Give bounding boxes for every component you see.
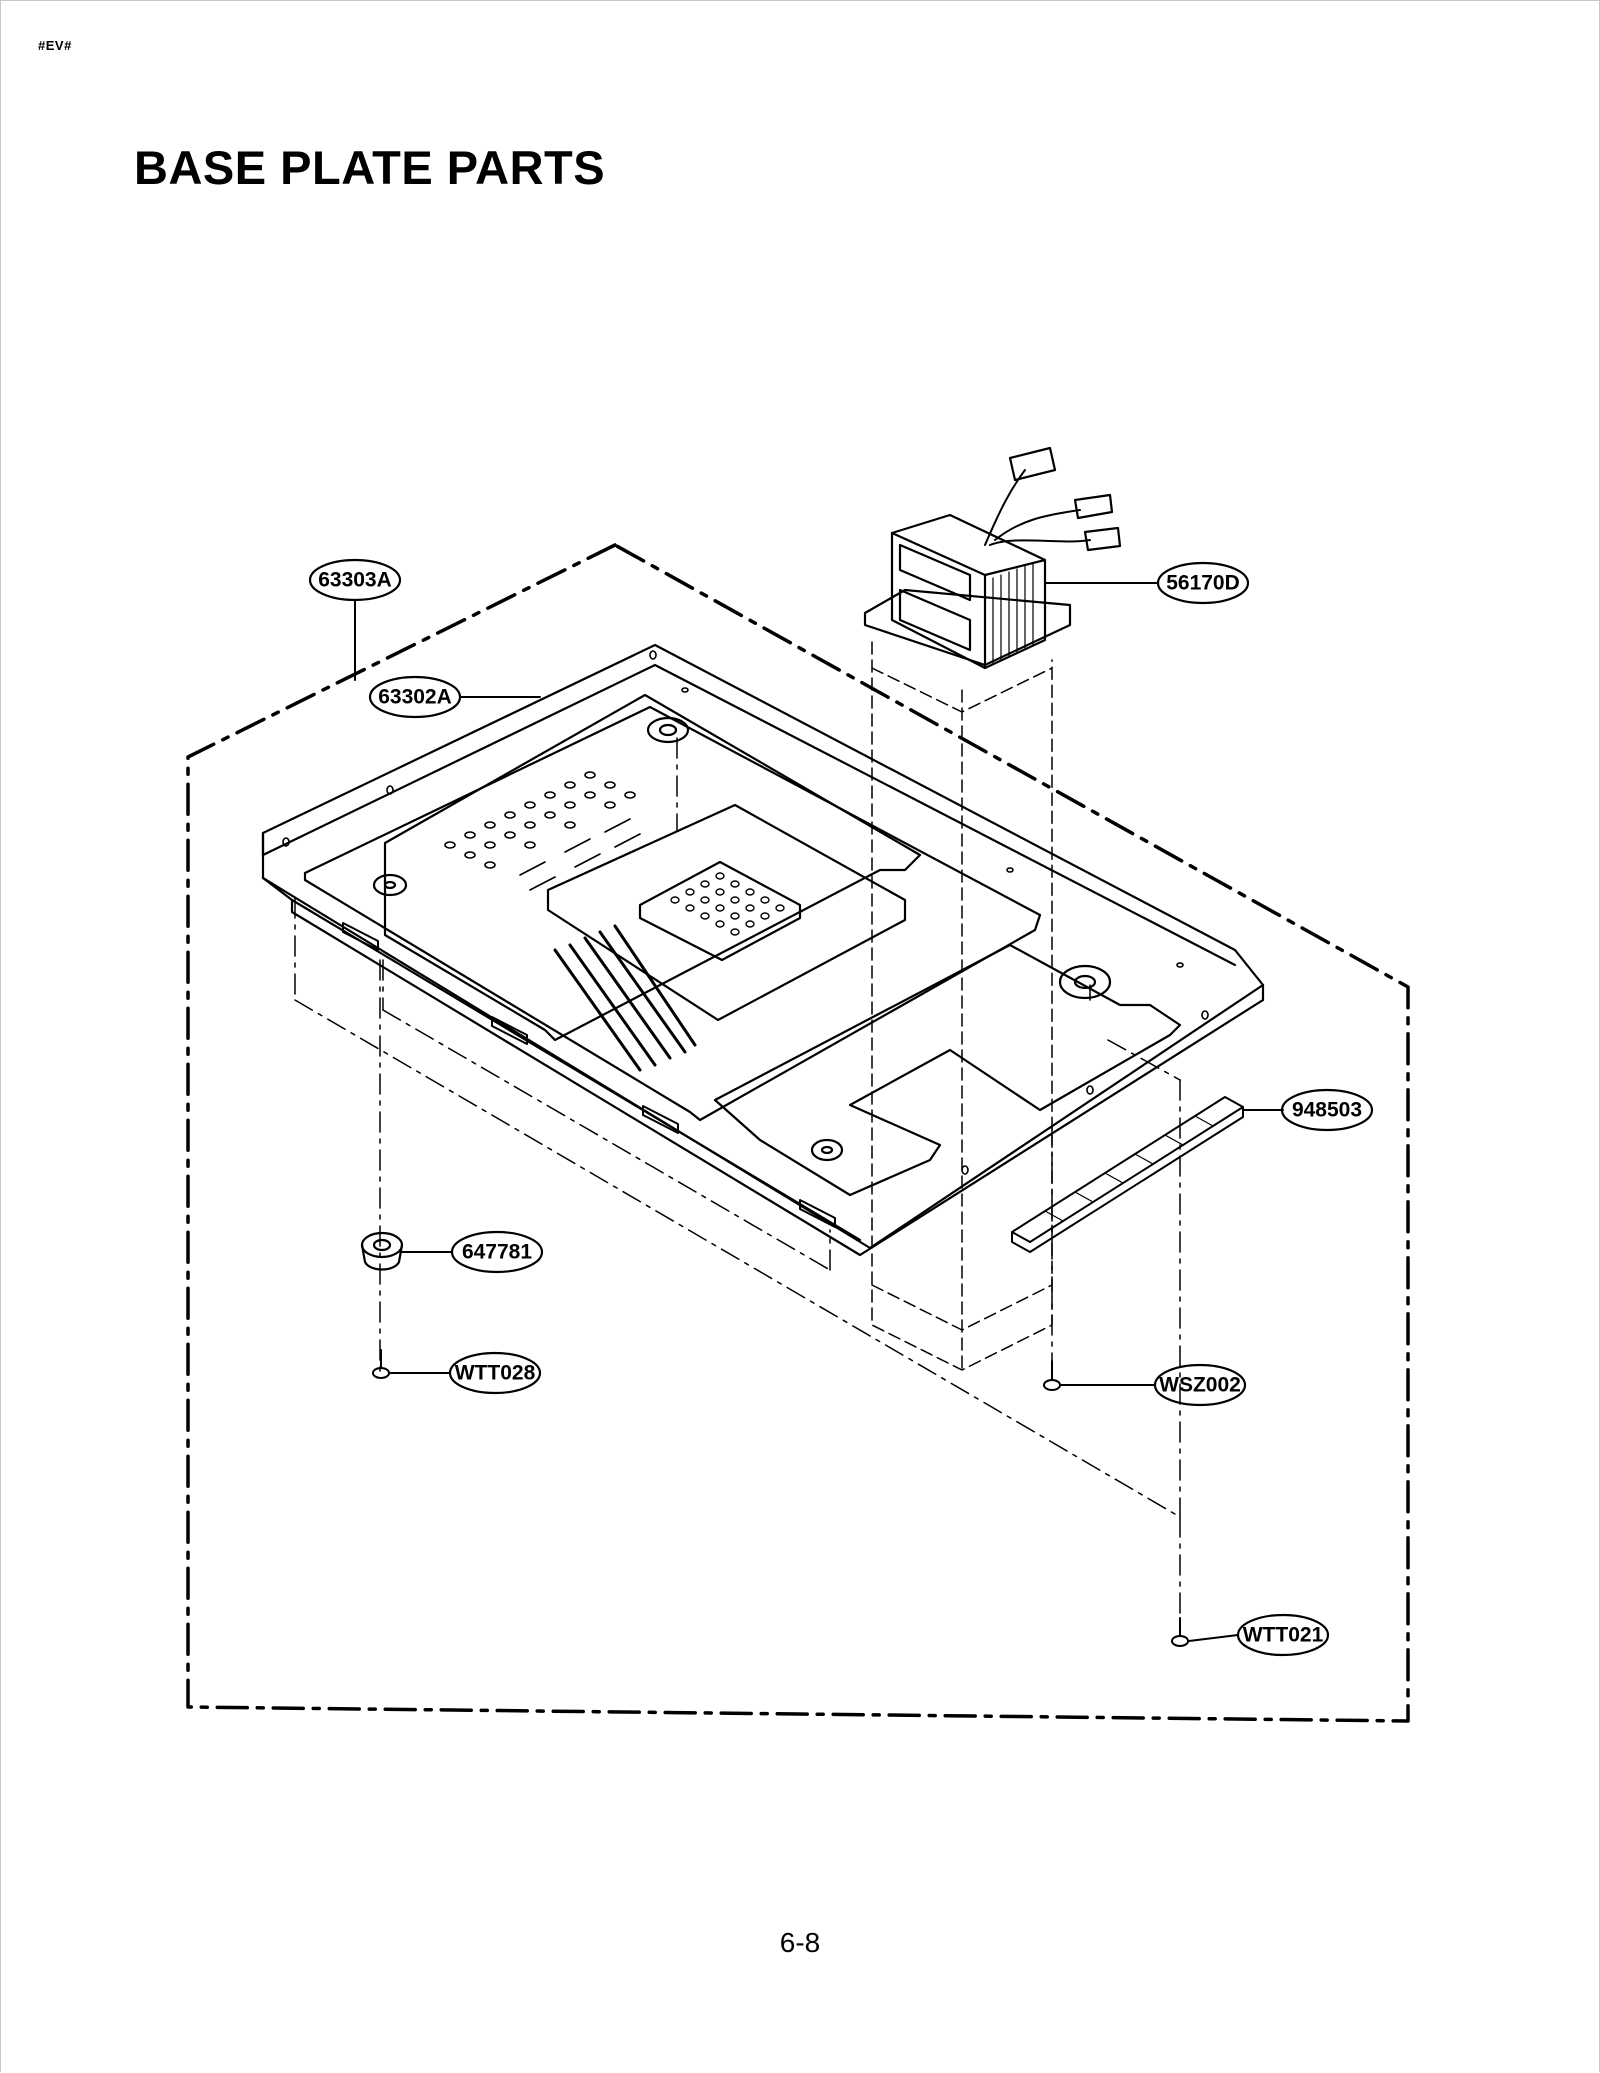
page-title: BASE PLATE PARTS bbox=[134, 141, 606, 194]
callouts bbox=[308, 558, 1374, 1657]
callout-WTT021: WTT021 bbox=[1243, 1624, 1324, 1647]
document-code: #EV# bbox=[38, 38, 72, 53]
foot-icon bbox=[360, 1231, 404, 1271]
leader-lines bbox=[354, 582, 1284, 1642]
callout-WSZ002: WSZ002 bbox=[1159, 1374, 1241, 1397]
assembly-boundary bbox=[186, 543, 1410, 1723]
screw-icon bbox=[372, 1349, 1189, 1647]
transformer-icon bbox=[863, 446, 1122, 670]
callout-63302A: 63302A bbox=[378, 686, 452, 709]
base-plate-icon bbox=[261, 643, 1265, 1257]
callout-647781: 647781 bbox=[462, 1241, 532, 1264]
page-number: 6-8 bbox=[779, 1927, 821, 1958]
callout-56170D: 56170D bbox=[1166, 572, 1240, 595]
callout-948503: 948503 bbox=[1292, 1099, 1362, 1122]
callout-63303A: 63303A bbox=[318, 569, 392, 592]
callout-WTT028: WTT028 bbox=[455, 1362, 536, 1385]
rubber-strip-icon bbox=[1011, 1096, 1244, 1253]
